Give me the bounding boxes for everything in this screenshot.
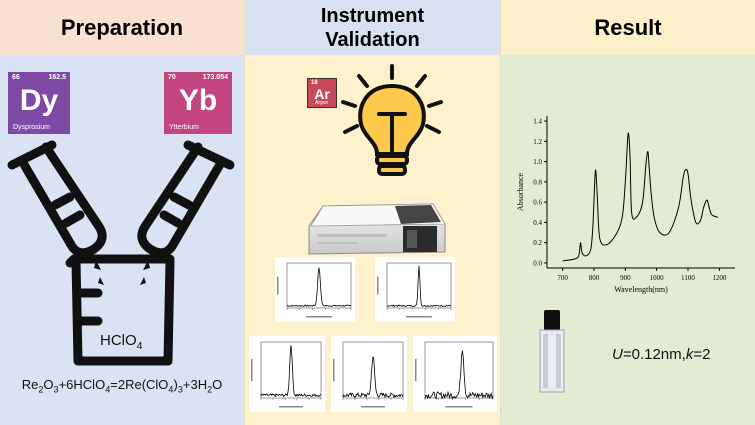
eq-part: O: [212, 377, 223, 392]
y-tick-label: 0.6: [533, 199, 542, 207]
mini-ylabel: [251, 358, 253, 382]
eq-part: O: [43, 377, 54, 392]
mini-spectrum: [260, 345, 322, 398]
x-tick-label: 1200: [712, 274, 727, 282]
eq-part: =2Re(ClO: [110, 377, 169, 392]
element-name: Dysprosium: [13, 124, 50, 131]
glassware-illustration: [7, 140, 235, 366]
mini-chart: [249, 336, 325, 412]
mini-chart: [331, 336, 407, 412]
drops: [94, 260, 150, 285]
beaker-label-base: HClO: [100, 332, 137, 349]
reaction-equation: Re2O3+6HClO4=2Re(ClO4)3+3H2O: [0, 377, 244, 395]
y-tick-label: 0.2: [533, 239, 542, 247]
element-number: 70: [168, 74, 176, 81]
mini-chart: [375, 257, 455, 322]
mini-xlabel: [361, 406, 385, 408]
mini-chart-svg: [333, 341, 404, 408]
ytterbium-tile: 70 173.054 Yb Ytterbium: [164, 72, 232, 134]
beaker-label: HClO4: [100, 332, 143, 352]
validation-panel: Instrument Validation 18 Ar Argon: [244, 0, 501, 425]
element-symbol: Yb: [178, 84, 218, 117]
eq-part: +6HClO: [58, 377, 106, 392]
mini-frame: [286, 262, 352, 309]
mini-xlabel: [445, 406, 473, 408]
absorbance-chart: 700 800 900 1000 1100 1200 0.0 0.2 0.4 0.6 0.8 1.0 1…: [516, 116, 735, 294]
y-tick-label: 1.4: [533, 118, 542, 126]
uncertainty-text: U=0.12nm,k=2: [612, 346, 710, 363]
absorbance-line: [562, 132, 719, 262]
y-tick-label: 0.8: [533, 178, 542, 186]
beaker-label-sub: 4: [136, 340, 143, 352]
eq-sub: 3: [177, 384, 183, 395]
y-tick-label: 0.0: [533, 259, 542, 267]
mini-chart-svg: [415, 341, 494, 408]
u-value: =0.12nm,: [622, 346, 686, 363]
element-symbol: Ar: [314, 86, 330, 102]
mini-xlabel: [279, 406, 303, 408]
mini-xlabel: [306, 316, 332, 318]
x-axis-label: Wavelength(nm): [614, 285, 668, 294]
mini-frame: [386, 262, 452, 309]
y-tick-label: 0.4: [533, 219, 542, 227]
preparation-panel: Preparation 66 162.5 Dy Dysprosium 70 17…: [0, 0, 244, 425]
element-mass: 162.5: [48, 74, 66, 81]
element-name: Ytterbium: [169, 124, 199, 131]
eq-sub: 3: [53, 384, 59, 395]
validation-title: Instrument Validation: [245, 0, 500, 55]
mini-chart: [275, 257, 355, 322]
mini-ylabel: [333, 358, 335, 382]
eq-sub: 4: [168, 384, 174, 395]
y-tick-label: 1.0: [533, 158, 542, 166]
spectrophotometer-icon: [308, 203, 446, 255]
dysprosium-tile: 66 162.5 Dy Dysprosium: [8, 72, 70, 134]
x-tick-label: 1000: [650, 274, 665, 282]
x-tick-label: 700: [557, 274, 568, 282]
mini-spectrum: [286, 267, 352, 307]
mini-chart-svg: [277, 262, 352, 318]
x-tick-label: 1100: [681, 274, 695, 282]
element-name: Argon: [315, 100, 329, 106]
y-tick-label: 1.2: [533, 138, 542, 146]
mini-spectrum: [424, 350, 494, 400]
mini-chart: [413, 336, 497, 412]
eq-part: ): [173, 377, 178, 392]
k-symbol: k: [685, 346, 694, 363]
mini-ylabel: [377, 276, 379, 295]
eq-part: Re: [21, 377, 39, 392]
element-mass: 173.054: [202, 74, 228, 81]
preparation-title: Preparation: [0, 0, 244, 55]
element-symbol: Dy: [19, 84, 59, 117]
test-tube-right-icon: [137, 140, 235, 258]
test-tube-left-icon: [7, 140, 107, 258]
result-panel: Result 700 800 900 1000 1100 1200 0.0 0.2 0.4 0.6…: [501, 0, 755, 425]
mini-frame: [424, 341, 494, 399]
u-symbol: U: [612, 346, 623, 363]
eq-sub: 4: [105, 384, 111, 395]
x-tick-label: 900: [620, 274, 631, 282]
beaker-icon: [65, 254, 175, 366]
result-title: Result: [501, 0, 755, 55]
y-axis-label: Absorbance: [516, 172, 525, 211]
mini-xlabel: [406, 316, 432, 318]
lightbulb-icon: [341, 64, 443, 176]
mini-chart-svg: [377, 262, 452, 318]
k-value: =2: [693, 346, 711, 363]
mini-frame: [342, 341, 404, 399]
mini-spectrum: [386, 265, 452, 307]
mini-frame: [260, 341, 322, 399]
eq-part: +3H: [182, 377, 208, 392]
eq-sub: 2: [207, 384, 213, 395]
element-number: 18: [311, 80, 318, 86]
element-number: 66: [12, 74, 20, 81]
mini-ylabel: [415, 358, 417, 382]
argon-tile: 18 Ar Argon: [307, 78, 337, 108]
mini-chart-svg: [251, 341, 322, 408]
x-tick-label: 800: [589, 274, 600, 282]
eq-sub: 2: [38, 384, 44, 395]
mini-spectrum: [342, 356, 404, 399]
cuvette-icon: [539, 310, 565, 393]
mini-ylabel: [277, 276, 279, 295]
